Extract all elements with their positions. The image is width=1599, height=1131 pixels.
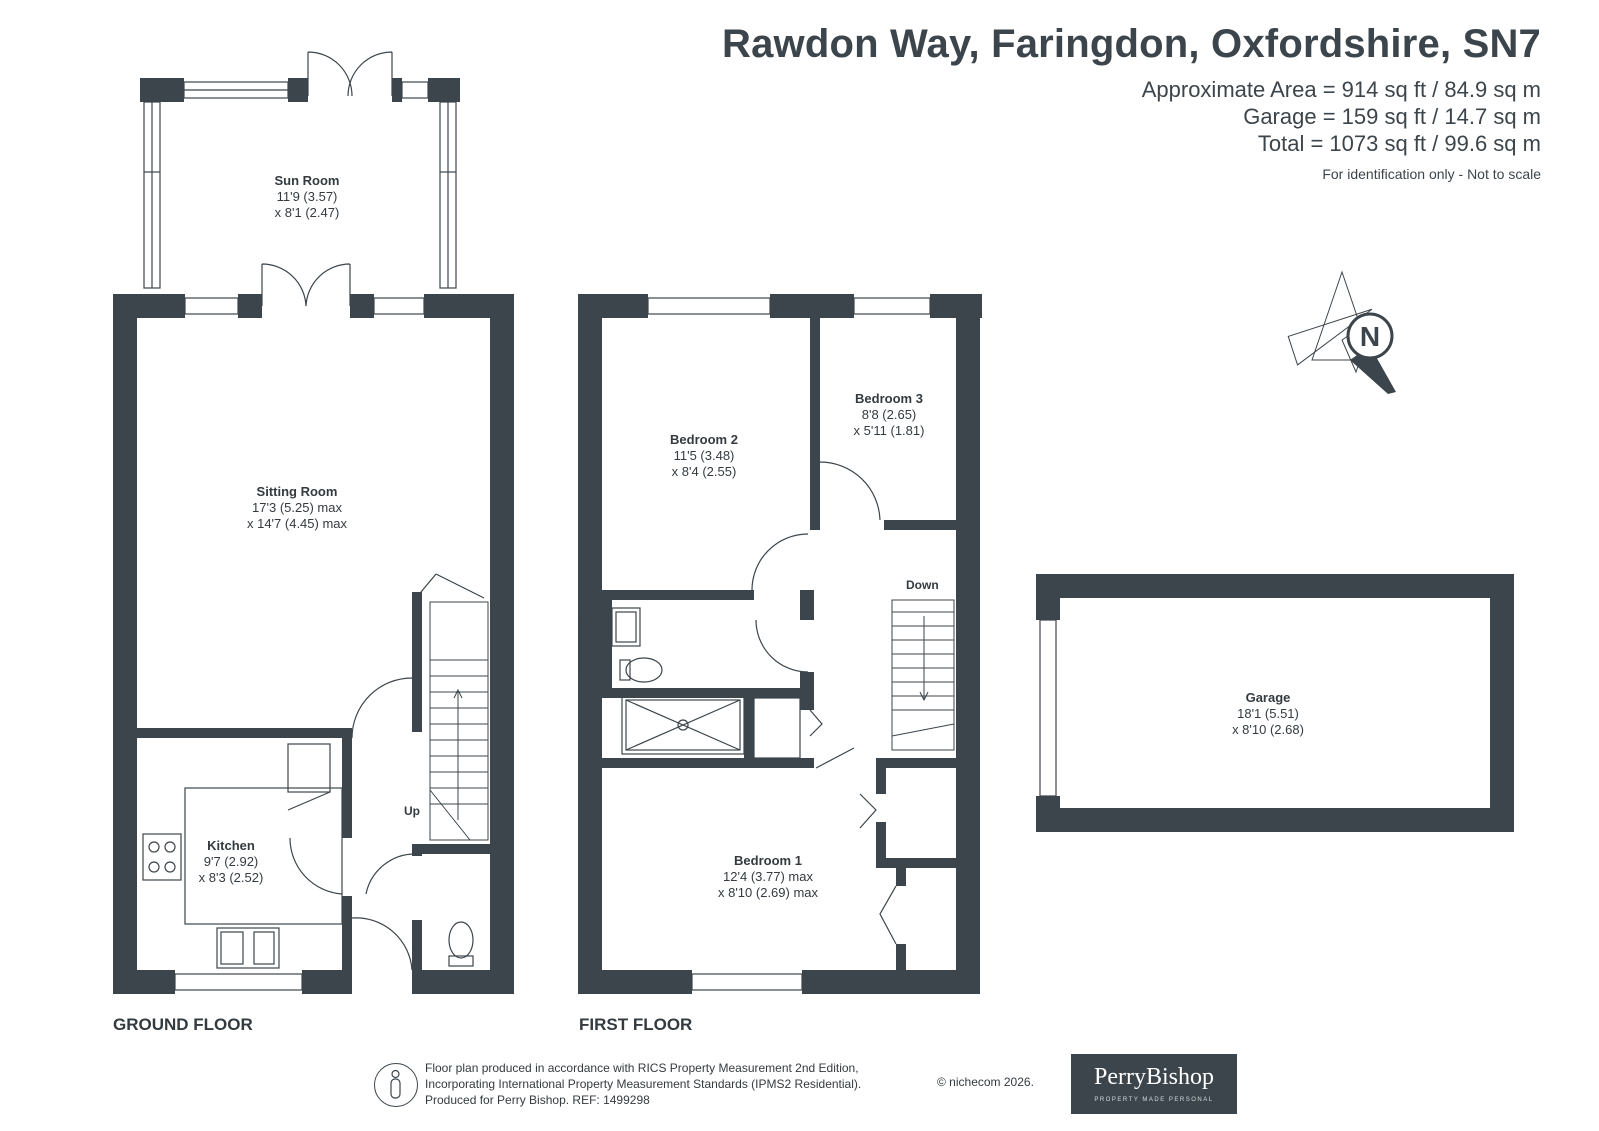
doors (261, 51, 897, 971)
room-label-bedroom-3: Bedroom 3 8'8 (2.65) x 5'11 (1.81) (853, 391, 925, 438)
brand-tagline: PROPERTY MADE PERSONAL (1094, 1097, 1214, 1103)
toilet-icon (448, 921, 474, 967)
compass-label: N (1360, 321, 1380, 352)
toilet-icon (619, 657, 663, 683)
person-icon (374, 1063, 418, 1107)
ground-floor-label: GROUND FLOOR (113, 1015, 253, 1034)
total-area: Total = 1073 sq ft / 99.6 sq m (1257, 131, 1541, 156)
bathroom-fittings (611, 607, 801, 759)
room-label-sitting-room: Sitting Room 17'3 (5.25) max x 14'7 (4.4… (246, 484, 348, 531)
garage-area: Garage = 159 sq ft / 14.7 sq m (1243, 104, 1541, 129)
property-title: Rawdon Way, Faringdon, Oxfordshire, SN7 (722, 22, 1541, 66)
compass-icon: N (1287, 270, 1396, 394)
approximate-area: Approximate Area = 914 sq ft / 84.9 sq m (1141, 77, 1541, 102)
room-label-garage: Garage 18'1 (5.51) x 8'10 (2.68) (1232, 690, 1304, 737)
brand-logo: PerryBishop PROPERTY MADE PERSONAL (1071, 1054, 1237, 1114)
scale-note: For identification only - Not to scale (1322, 166, 1541, 182)
footer-text: Floor plan produced in accordance with R… (425, 1061, 862, 1107)
room-label-sun-room: Sun Room 11'9 (3.57) x 8'1 (2.47) (274, 173, 340, 220)
walls (113, 78, 1514, 994)
windows (143, 81, 1057, 991)
room-label-bedroom-1: Bedroom 1 12'4 (3.77) max x 8'10 (2.69) … (717, 853, 819, 900)
copyright: © nichecom 2026. (937, 1075, 1034, 1089)
shower-icon (621, 695, 745, 755)
sink-icon (216, 927, 280, 969)
basin-icon (611, 607, 641, 647)
room-label-kitchen: Kitchen 9'7 (2.92) x 8'3 (2.52) (198, 838, 264, 885)
stairs (429, 599, 955, 841)
hob-icon (142, 833, 182, 881)
stairs-up-label: Up (404, 804, 420, 818)
kitchen-fittings (142, 743, 474, 969)
room-label-bedroom-2: Bedroom 2 11'5 (3.48) x 8'4 (2.55) (670, 432, 738, 479)
first-floor-label: FIRST FLOOR (579, 1015, 693, 1034)
stairs-down-label: Down (906, 578, 939, 592)
brand-name: PerryBishop (1094, 1064, 1214, 1090)
person-glyph (390, 1069, 401, 1099)
